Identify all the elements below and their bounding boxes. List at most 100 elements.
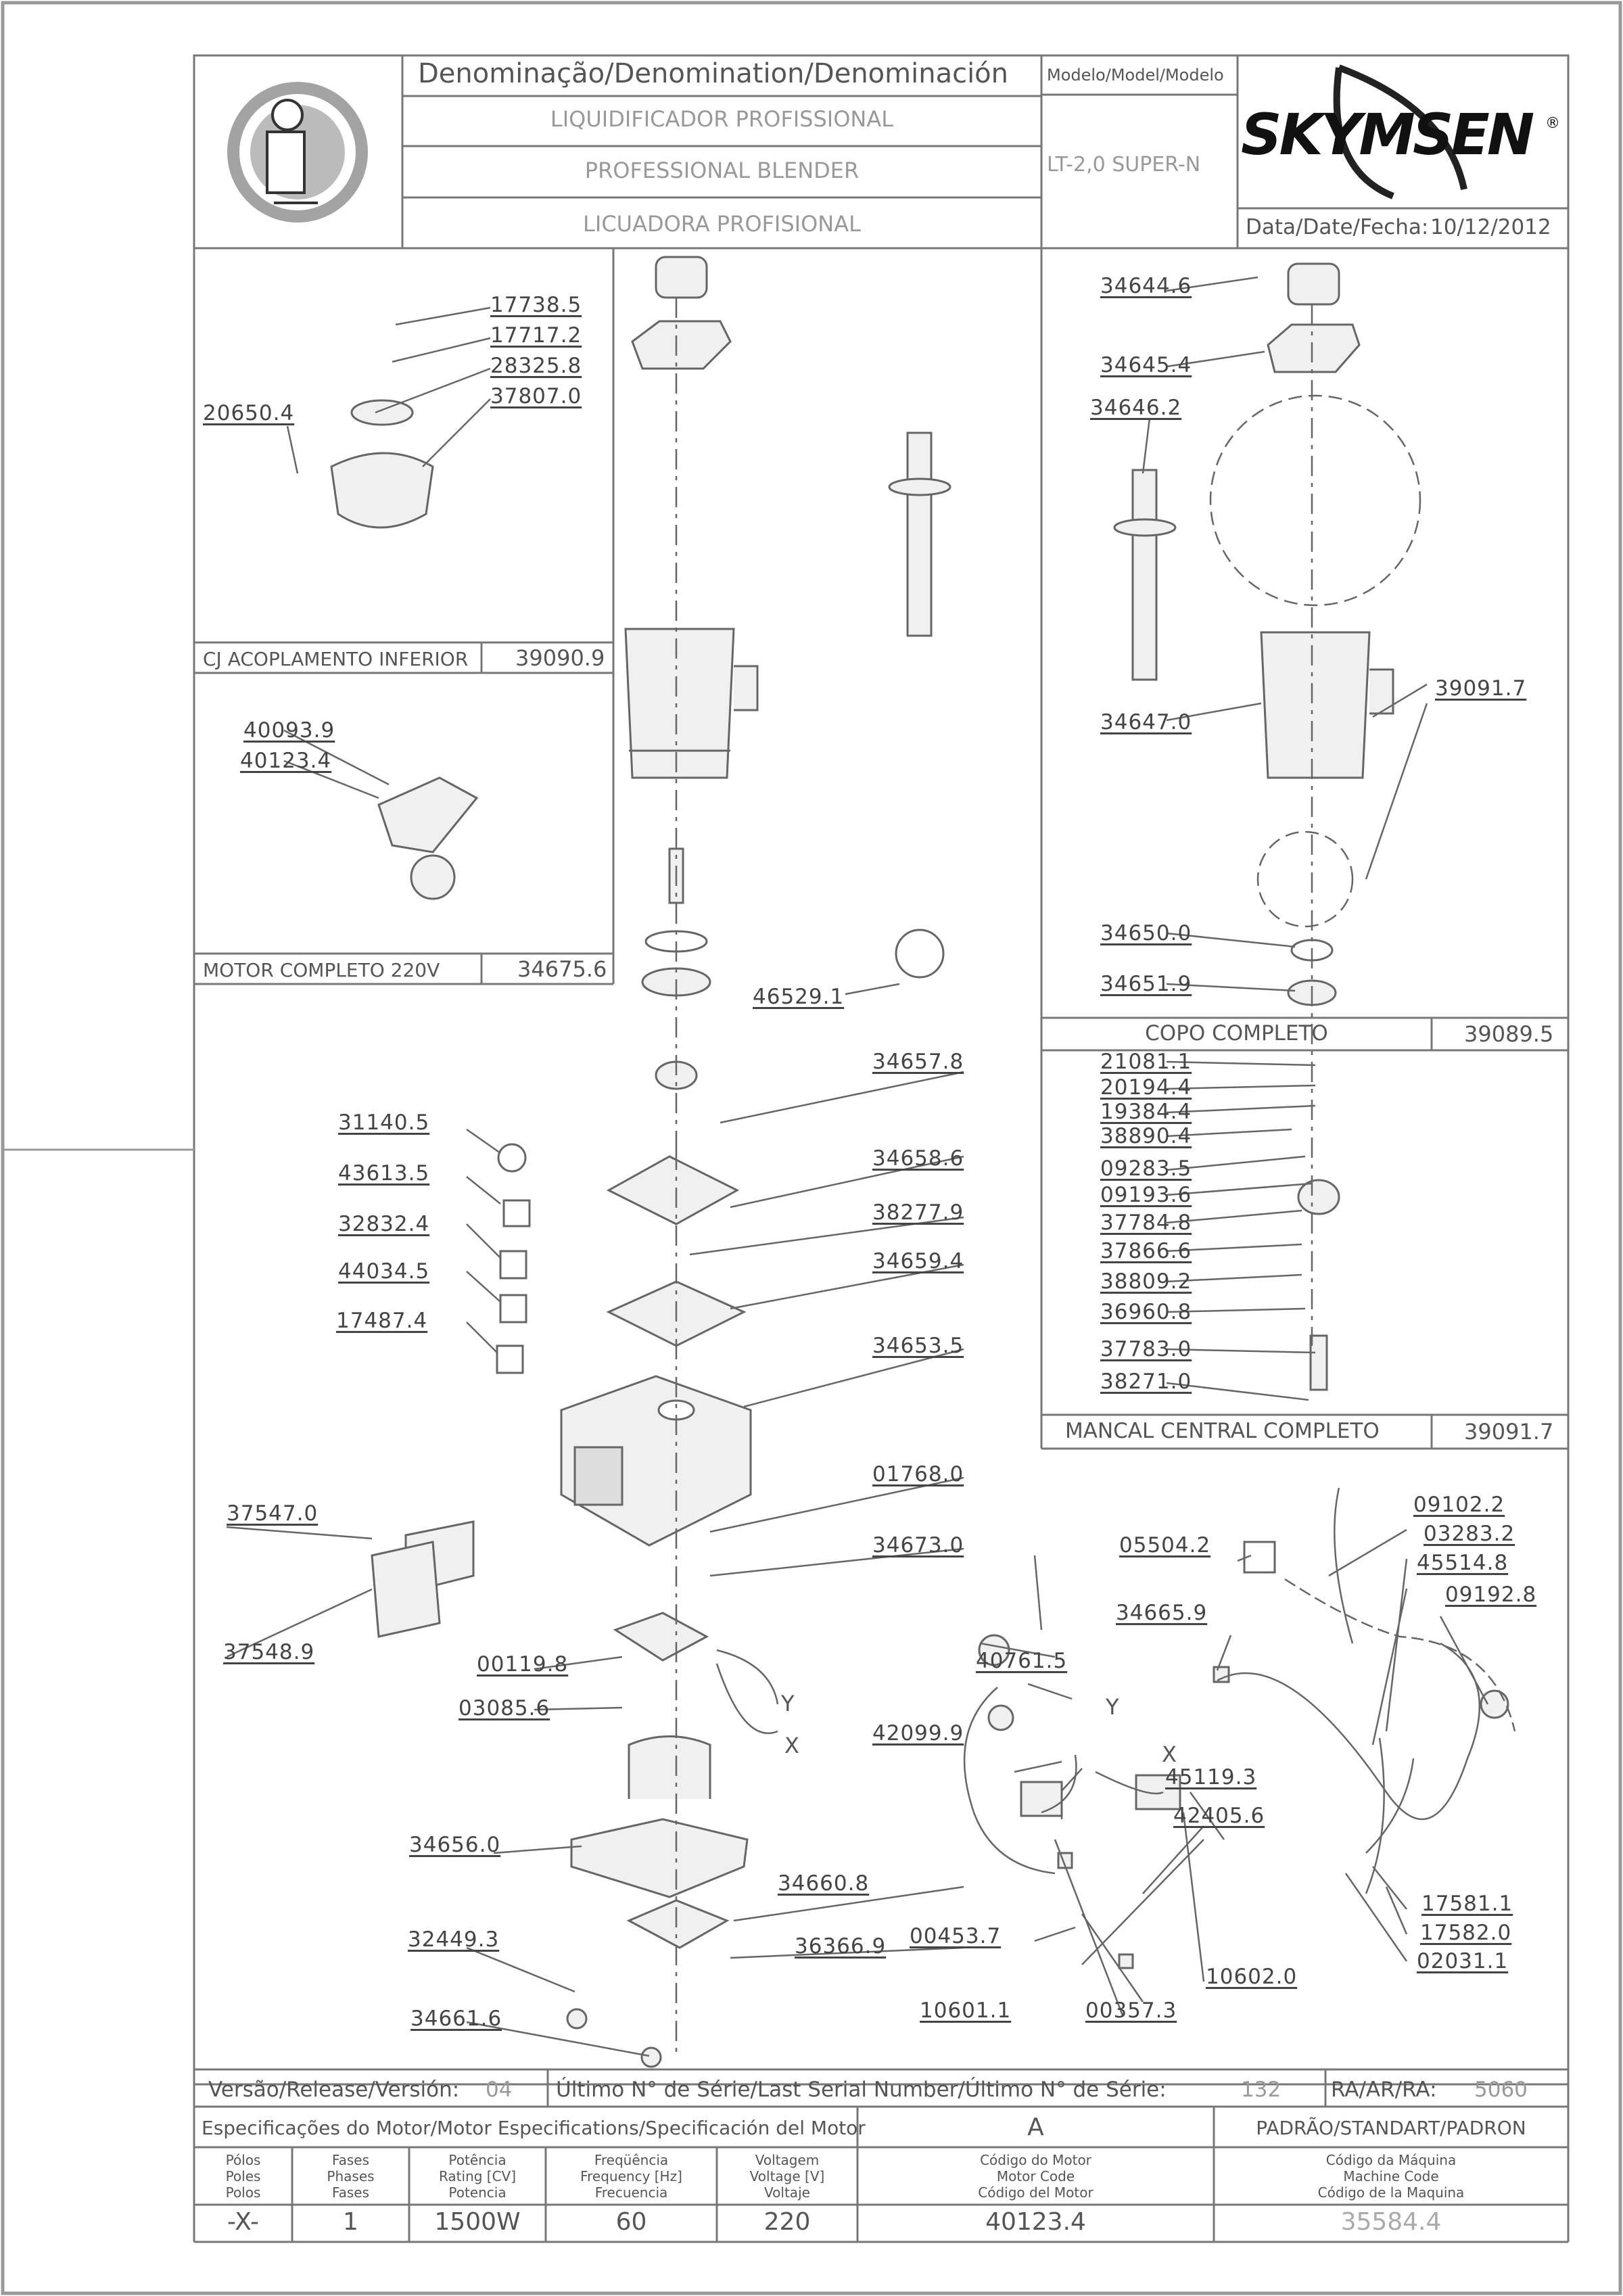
part-34665-9: 34665.9: [1116, 1601, 1208, 1625]
part-44034-5: 44034.5: [338, 1259, 430, 1284]
part-43613-5: 43613.5: [338, 1161, 430, 1186]
part-00453-7: 00453.7: [910, 1924, 1002, 1948]
part-40123-4: 40123.4: [240, 749, 332, 773]
part-09192-8: 09192.8: [1445, 1583, 1537, 1607]
part-34653-5: 34653.5: [872, 1334, 964, 1358]
part-17717-2: 17717.2: [490, 323, 582, 348]
part-42405-6: 42405.6: [1173, 1804, 1265, 1828]
part-10601-1: 10601.1: [920, 1998, 1012, 2023]
part-01768-0: 01768.0: [872, 1462, 964, 1486]
part-34673-0: 34673.0: [872, 1533, 964, 1557]
date-label: Data/Date/Fecha:: [1246, 215, 1429, 239]
version-label: Versão/Release/Versión:: [208, 2078, 460, 2102]
part-17581-1: 17581.1: [1421, 1892, 1513, 1916]
part-09193-6: 09193.6: [1100, 1183, 1192, 1207]
part-37784-8: 37784.8: [1100, 1211, 1192, 1235]
part-34660-8: 34660.8: [778, 1871, 870, 1896]
wire-mark-y-motor: Y: [781, 1691, 795, 1716]
part-34644-6: 34644.6: [1100, 274, 1192, 298]
wire-mark-y-harness: Y: [1106, 1694, 1119, 1720]
part-37807-0: 37807.0: [490, 384, 582, 408]
version-value: 04: [486, 2078, 513, 2102]
part-34647-0: 34647.0: [1100, 710, 1192, 734]
part-46529-1: 46529.1: [753, 985, 845, 1009]
model-value: LT-2,0 SUPER-N: [1047, 153, 1201, 177]
part-03085-6: 03085.6: [458, 1696, 550, 1720]
part-02031-1: 02031.1: [1417, 1949, 1509, 1973]
part-37547-0: 37547.0: [227, 1501, 319, 1526]
part-37866-6: 37866.6: [1100, 1239, 1192, 1263]
authorized-service-seal: [227, 82, 368, 222]
wire-mark-x-motor: X: [784, 1733, 799, 1758]
date-value: 10/12/2012: [1430, 215, 1551, 239]
part-34658-6: 34658.6: [872, 1146, 964, 1171]
part-34651-9: 34651.9: [1100, 972, 1192, 996]
wire-mark-x-harness: X: [1162, 1741, 1177, 1767]
part-40093-9: 40093.9: [243, 718, 335, 743]
part-39091-7-cup: 39091.7: [1435, 676, 1527, 701]
ra-value: 5060: [1474, 2078, 1528, 2102]
panel-title-cup: COPO COMPLETO: [1145, 1021, 1328, 1046]
serial-label: Último N° de Série/Last Serial Number/Úl…: [556, 2078, 1167, 2102]
part-03283-2: 03283.2: [1424, 1522, 1515, 1546]
part-34646-2: 34646.2: [1090, 396, 1182, 420]
col-head-machine-code: Código da Máquina Machine Code Código de…: [1317, 2152, 1465, 2201]
value-machine-code: 35584.4: [1340, 2208, 1442, 2236]
value-frequency: 60: [615, 2208, 647, 2236]
brand-logo: SKYMSEN: [1241, 101, 1534, 168]
denomination-title: Denominação/Denomination/Denominación: [418, 58, 1009, 89]
part-21081-1: 21081.1: [1100, 1050, 1192, 1074]
brand-swoosh: [1333, 64, 1467, 200]
value-voltage: 220: [763, 2208, 811, 2236]
panel-code-coupling: 39090.9: [515, 645, 605, 671]
part-09283-5: 09283.5: [1100, 1156, 1192, 1181]
part-36366-9: 36366.9: [795, 1934, 887, 1959]
part-10602-0: 10602.0: [1206, 1965, 1298, 1989]
col-head-poles: Pólos Poles Polos: [225, 2152, 261, 2201]
part-38277-9: 38277.9: [872, 1200, 964, 1225]
part-00357-3: 00357.3: [1085, 1998, 1177, 2023]
part-17487-4: 17487.4: [336, 1309, 428, 1333]
brand-registered-mark: ®: [1545, 115, 1560, 132]
motor-spec-title: Especificações do Motor/Motor Especifica…: [202, 2117, 866, 2139]
panel-title-motor: MOTOR COMPLETO 220V: [203, 959, 440, 981]
panel-code-motor: 34675.6: [517, 956, 607, 982]
ra-label: RA/AR/RA:: [1331, 2078, 1437, 2102]
col-head-motor-code: Código do Motor Motor Code Código del Mo…: [978, 2152, 1093, 2201]
part-32449-3: 32449.3: [408, 1927, 500, 1952]
product-name-en: PROFESSIONAL BLENDER: [584, 158, 860, 183]
part-37783-0: 37783.0: [1100, 1337, 1192, 1361]
col-head-rating: Potência Rating [CV] Potencia: [438, 2152, 517, 2201]
panel-code-cup: 39089.5: [1464, 1021, 1554, 1047]
col-head-frequency: Freqüência Frequency [Hz] Frecuencia: [580, 2152, 682, 2201]
part-20194-4: 20194.4: [1100, 1075, 1192, 1100]
part-34661-6: 34661.6: [410, 2007, 502, 2031]
motor-spec-class: A: [1027, 2113, 1044, 2141]
part-45119-3: 45119.3: [1165, 1765, 1257, 1789]
part-09102-2: 09102.2: [1413, 1493, 1505, 1517]
model-label: Modelo/Model/Modelo: [1047, 66, 1224, 85]
panel-title-coupling: CJ ACOPLAMENTO INFERIOR: [203, 648, 469, 670]
panel-code-bearing: 39091.7: [1464, 1419, 1554, 1445]
part-19384-4: 19384.4: [1100, 1100, 1192, 1124]
part-34659-4: 34659.4: [872, 1249, 964, 1273]
part-42099-9: 42099.9: [872, 1721, 964, 1746]
part-05504-2: 05504.2: [1119, 1533, 1211, 1557]
part-34650-0: 34650.0: [1100, 921, 1192, 945]
part-00119-8: 00119.8: [477, 1652, 569, 1677]
part-34645-4: 34645.4: [1100, 353, 1192, 377]
part-45514-8: 45514.8: [1417, 1551, 1509, 1575]
part-38809-2: 38809.2: [1100, 1269, 1192, 1294]
part-36960-8: 36960.8: [1100, 1300, 1192, 1324]
value-motor-code: 40123.4: [985, 2208, 1086, 2236]
part-38271-0: 38271.0: [1100, 1369, 1192, 1394]
part-37548-9: 37548.9: [223, 1640, 315, 1664]
part-20650-4: 20650.4: [203, 401, 295, 425]
part-34656-0: 34656.0: [409, 1833, 501, 1857]
part-17582-0: 17582.0: [1420, 1921, 1512, 1945]
part-40761-5: 40761.5: [976, 1649, 1068, 1673]
panel-title-bearing: MANCAL CENTRAL COMPLETO: [1065, 1419, 1380, 1443]
col-head-voltage: Voltagem Voltage [V] Voltaje: [749, 2152, 825, 2201]
